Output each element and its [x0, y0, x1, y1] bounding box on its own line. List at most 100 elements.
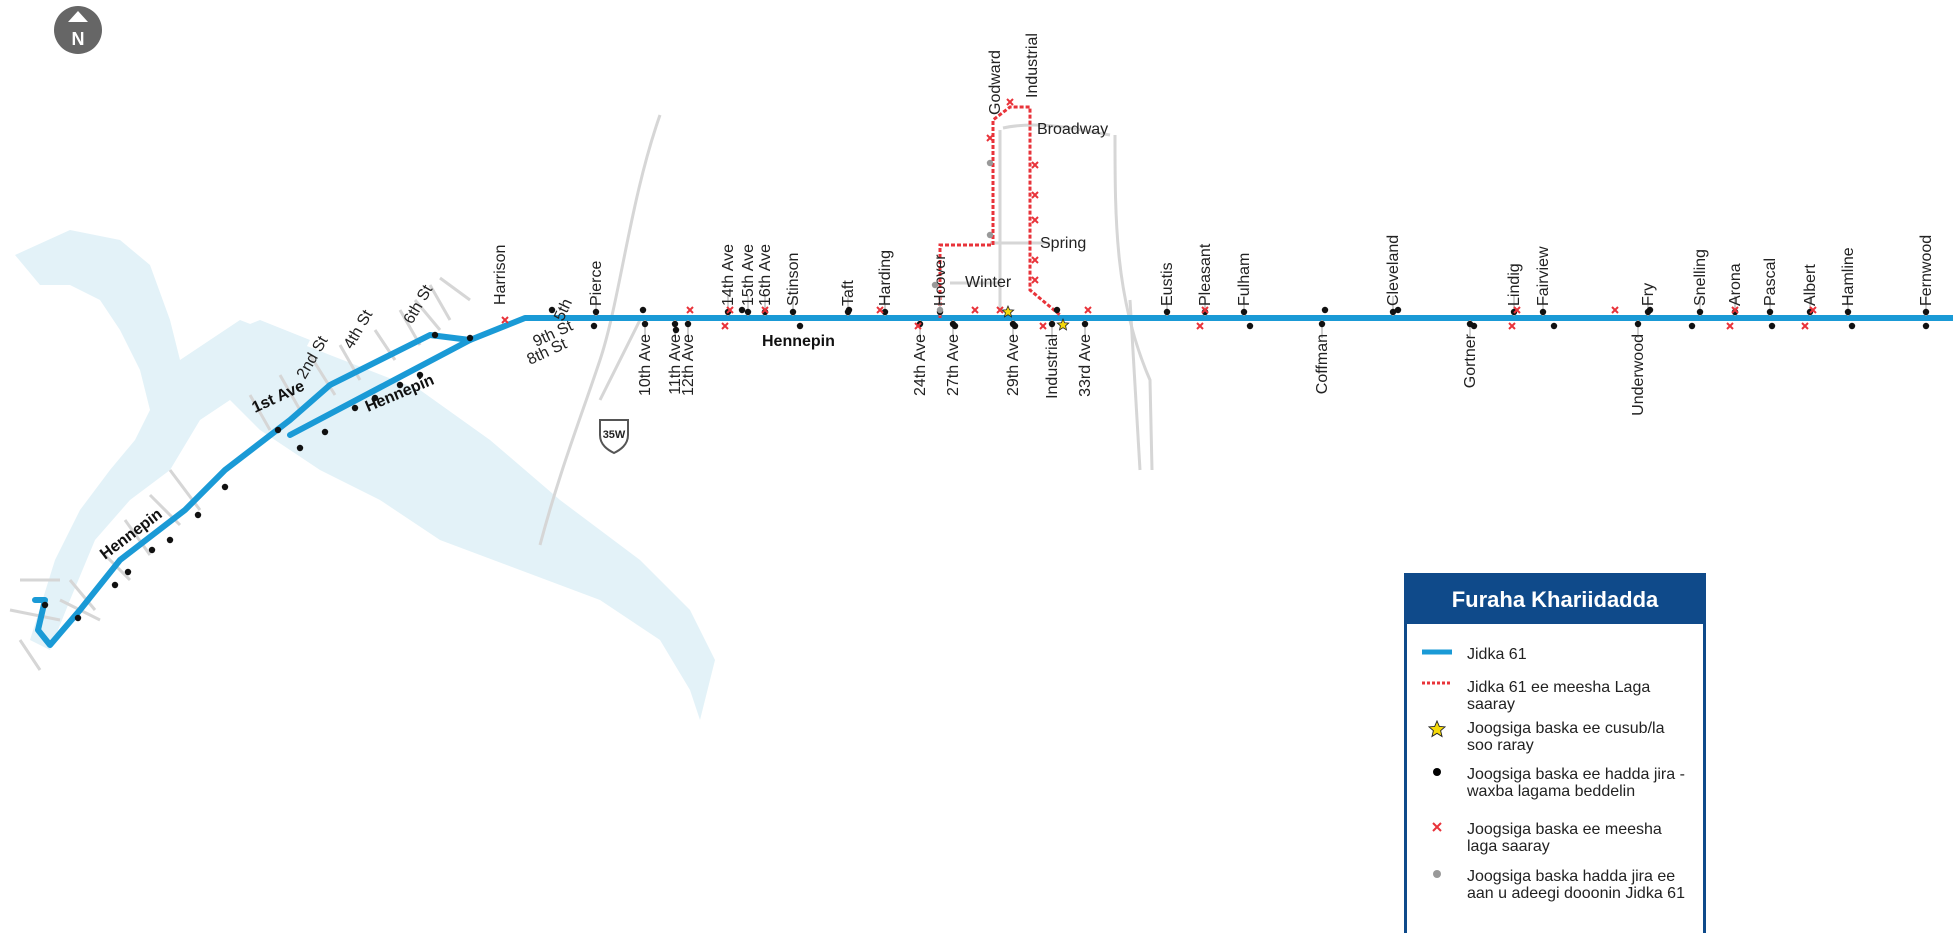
- removed-stop-x-icon: [1031, 216, 1039, 224]
- highway-shield-label: 35W: [603, 429, 626, 441]
- station-label: Lindig: [1506, 263, 1523, 306]
- removed-stop-x-icon: [914, 322, 922, 330]
- station-label: Harrison: [492, 245, 509, 305]
- new-stop-star-icon: [1001, 304, 1015, 318]
- bus-stop-dot: [1634, 320, 1642, 328]
- bus-stop-dot: [111, 581, 119, 589]
- highway-shield: 35W: [599, 419, 629, 455]
- legend-label: Joogsiga baska ee cusub/la soo raray: [1467, 720, 1665, 754]
- bus-stop-dot: [466, 334, 474, 342]
- bus-stop-dot: [1696, 308, 1704, 316]
- station-label: Fry: [1640, 283, 1657, 306]
- legend-label: Joogsiga baska ee meesha laga saaray: [1467, 821, 1662, 855]
- bus-stop-dot: [321, 428, 329, 436]
- bus-stop-dot: [738, 306, 746, 314]
- bus-stop-dot: [951, 322, 959, 330]
- bus-stop-dot: [789, 308, 797, 316]
- station-label: Pascal: [1762, 258, 1779, 306]
- station-label: 15th Ave: [740, 244, 757, 306]
- bus-stop-dot: [148, 546, 156, 554]
- unserved-stop-dot: [936, 306, 944, 314]
- removed-stop-x-icon: [1731, 306, 1739, 314]
- legend-item-existing-stop: Joogsiga baska ee hadda jira - waxba lag…: [1407, 766, 1703, 800]
- station-label: 16th Ave: [757, 244, 774, 306]
- station-label: Arona: [1727, 263, 1744, 306]
- removed-stop-x-icon: [686, 306, 694, 314]
- bus-stop-dot: [296, 444, 304, 452]
- bus-stop-dot: [1246, 322, 1254, 330]
- legend-header: Furaha Khariidadda: [1407, 576, 1703, 624]
- removed-stop-x-icon: [726, 306, 734, 314]
- station-label: Harding: [877, 250, 894, 306]
- bus-stop-dot: [641, 320, 649, 328]
- detour-street-label: Godward: [987, 50, 1004, 115]
- bus-stop-dot: [124, 568, 132, 576]
- north-label: N: [72, 29, 85, 49]
- station-label: Taft: [840, 280, 857, 306]
- removed-stop-x-icon: [761, 306, 769, 314]
- unserved-stop-dot: [986, 231, 994, 239]
- red-x-icon: [1432, 822, 1442, 832]
- detour-street-label: Industrial: [1024, 33, 1041, 98]
- legend-item-unserved-stop: Joogsiga baska hadda jira ee aan u adeeg…: [1407, 868, 1703, 902]
- station-label: 12th Ave: [680, 334, 697, 396]
- bus-stop-dot: [1053, 306, 1061, 314]
- station-label: 29th Ave: [1005, 334, 1022, 396]
- bus-stop-dot: [1922, 322, 1930, 330]
- stop-markers: [41, 98, 1930, 622]
- station-label: Cleveland: [1385, 235, 1402, 306]
- bus-stop-dot: [671, 320, 679, 328]
- bus-stop-dot: [684, 320, 692, 328]
- station-label: Eustis: [1159, 262, 1176, 306]
- station-label: Underwood: [1630, 334, 1647, 416]
- detour-street-label: Broadway: [1037, 121, 1108, 138]
- station-label: 14th Ave: [720, 244, 737, 306]
- gray-dot-icon: [1433, 870, 1441, 878]
- bus-stop-dot: [1550, 322, 1558, 330]
- removed-stop-x-icon: [1084, 306, 1092, 314]
- bus-stop-dot: [1081, 320, 1089, 328]
- bus-stop-dot: [1766, 308, 1774, 316]
- bus-stop-dot: [1394, 306, 1402, 314]
- removed-stop-x-icon: [1513, 306, 1521, 314]
- detour-street-label: Spring: [1040, 235, 1086, 252]
- station-label: Albert: [1802, 264, 1819, 306]
- removed-stop-x-icon: [876, 306, 884, 314]
- bus-stop-dot: [592, 308, 600, 316]
- bus-stop-dot: [1768, 322, 1776, 330]
- bus-stop-dot: [744, 308, 752, 316]
- removed-stop-x-icon: [986, 134, 994, 142]
- station-label: Stinson: [785, 253, 802, 306]
- bus-stop-dot: [1688, 322, 1696, 330]
- bus-stop-dot: [1163, 308, 1171, 316]
- bus-stop-dot: [796, 322, 804, 330]
- removed-stop-x-icon: [1196, 322, 1204, 330]
- bus-stop-dot: [881, 308, 889, 316]
- detour-line: [938, 105, 1061, 318]
- station-label: Fulham: [1236, 253, 1253, 306]
- bus-stop-dot: [590, 322, 598, 330]
- bus-stop-dot: [74, 614, 82, 622]
- legend-item-new-stop: Joogsiga baska ee cusub/la soo raray: [1407, 720, 1703, 754]
- bus-stop-dot: [396, 381, 404, 389]
- bus-stop-dot: [1048, 320, 1056, 328]
- bus-stop-dot: [351, 404, 359, 412]
- bus-stop-dot: [1389, 308, 1397, 316]
- unserved-stop-dot: [931, 281, 939, 289]
- removed-stop-x-icon: [1611, 306, 1619, 314]
- removed-stop-x-icon: [1031, 161, 1039, 169]
- bus-stop-dot: [1844, 308, 1852, 316]
- removed-stop-x-icon: [1726, 322, 1734, 330]
- bus-stop-dot: [548, 306, 556, 314]
- bus-stop-dot: [639, 306, 647, 314]
- map-legend: Furaha Khariidadda Jidka 61 Jidka 61 ee …: [1404, 573, 1706, 933]
- removed-stop-x-icon: [996, 306, 1004, 314]
- station-label: 4th St: [341, 307, 377, 352]
- removed-stop-x-icon: [1031, 191, 1039, 199]
- bus-stop-dot: [221, 483, 229, 491]
- bus-stop-dot: [1321, 306, 1329, 314]
- bus-stop-dot: [274, 426, 282, 434]
